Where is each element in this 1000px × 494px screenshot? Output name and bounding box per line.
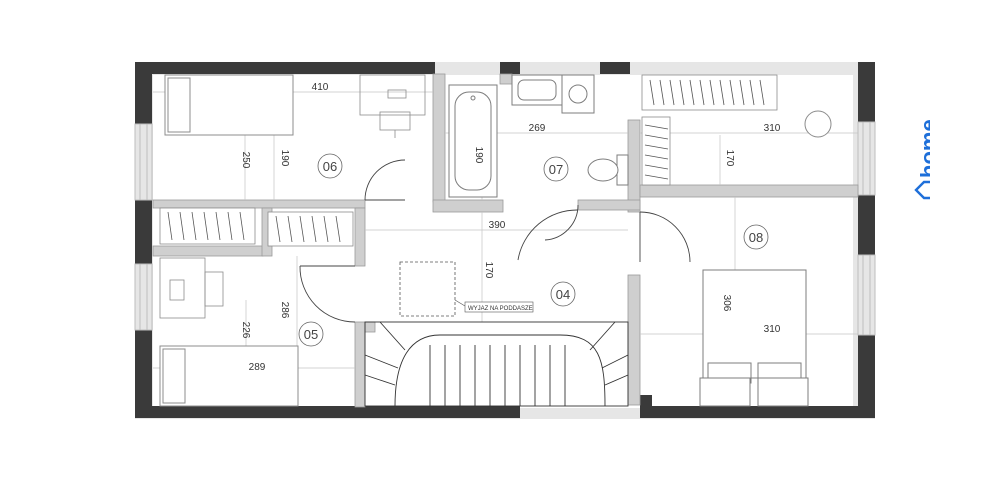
interior-walls bbox=[152, 73, 859, 408]
dim-310-bed: 310 bbox=[764, 324, 781, 335]
bed-room-05 bbox=[159, 345, 299, 407]
plant-icon bbox=[804, 110, 832, 138]
attic-leader bbox=[454, 299, 466, 307]
wardrobe-hangers bbox=[167, 79, 765, 243]
staircase bbox=[364, 321, 629, 407]
double-bed bbox=[699, 269, 809, 407]
attic-hatch bbox=[399, 261, 456, 317]
attic-note: WYJAZ NA PODDASZE bbox=[468, 306, 533, 312]
dim-306: 306 bbox=[721, 295, 732, 312]
dim-190-room06: 190 bbox=[279, 150, 290, 167]
exterior-walls bbox=[135, 62, 875, 418]
doors bbox=[299, 159, 691, 323]
desk-room-05 bbox=[159, 257, 224, 319]
dim-226: 226 bbox=[240, 322, 251, 339]
dim-289: 289 bbox=[249, 362, 266, 373]
dim-410: 410 bbox=[312, 82, 329, 93]
wardrobes bbox=[159, 74, 778, 247]
windows bbox=[134, 121, 876, 336]
bathtub bbox=[448, 84, 498, 198]
bed-room-06 bbox=[164, 74, 294, 136]
room-08-label: 08 bbox=[749, 230, 763, 245]
dim-250: 250 bbox=[240, 152, 251, 169]
room-04-label: 04 bbox=[556, 287, 570, 302]
attic-note-box bbox=[464, 301, 534, 313]
desk-room-06 bbox=[359, 74, 426, 138]
brand-name: home bbox=[916, 119, 930, 178]
dim-190-bath: 190 bbox=[473, 147, 484, 164]
dim-170-room08: 170 bbox=[724, 150, 735, 167]
dim-170-hall: 170 bbox=[483, 262, 494, 279]
toilet bbox=[587, 154, 629, 186]
home-logo: home bbox=[898, 86, 941, 206]
dim-286: 286 bbox=[279, 302, 290, 319]
dim-269: 269 bbox=[529, 123, 546, 134]
dim-310-top: 310 bbox=[764, 123, 781, 134]
home-logo-mark: home bbox=[914, 119, 941, 200]
bathroom-fixtures bbox=[511, 74, 595, 114]
house-icon bbox=[914, 180, 938, 200]
room-06-label: 06 bbox=[323, 159, 337, 174]
room-07-label: 07 bbox=[549, 162, 563, 177]
room-05-label: 05 bbox=[304, 327, 318, 342]
dim-390: 390 bbox=[489, 220, 506, 231]
room-labels: 06 07 08 04 05 bbox=[298, 153, 769, 347]
dimension-labels: 410 269 310 250 190 190 170 390 170 286 … bbox=[240, 82, 781, 373]
